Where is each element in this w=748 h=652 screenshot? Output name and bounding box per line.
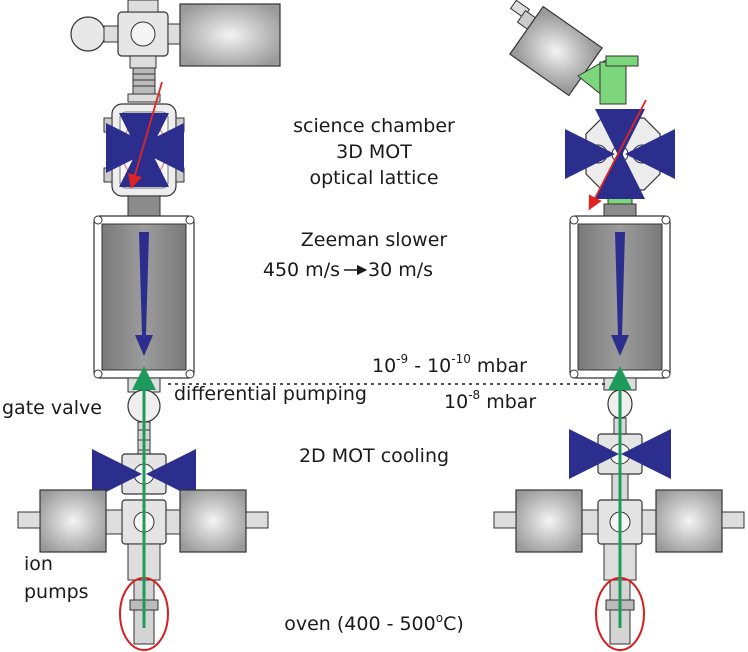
label-speed-from: 450 m/s — [263, 259, 340, 281]
left-zeeman-slower — [93, 215, 195, 379]
left-ion-pump-left-port — [17, 511, 41, 529]
label-differential-pumping: differential pumping — [174, 383, 367, 405]
right-3d-mot-beams — [565, 109, 675, 199]
label-oven: oven (400 - 500oC) — [284, 611, 464, 635]
left-lattice-laser — [128, 81, 163, 189]
label-ion: ion — [24, 553, 53, 575]
left-top-cross — [70, 0, 181, 69]
label-pumps: pumps — [24, 581, 89, 603]
label-zeeman-slower: Zeeman slower — [301, 229, 448, 251]
left-ion-pump-right-port — [245, 511, 269, 529]
label-science-chamber: science chamber — [293, 115, 455, 137]
left-ion-pump-right — [179, 489, 247, 553]
label-speed-to: 30 m/s — [368, 259, 433, 281]
label-gate-valve: gate valve — [2, 397, 102, 419]
left-chamber-flange — [127, 195, 161, 219]
left-ion-pump-left — [39, 489, 107, 553]
right-ion-pump-left-port — [493, 511, 517, 529]
label-3d-mot: 3D MOT — [336, 141, 412, 163]
right-ion-pump-right — [655, 489, 723, 553]
right-lattice-laser — [588, 99, 647, 211]
label-vacuum-high: 10-9 - 10-10 mbar — [372, 352, 527, 377]
right-zeeman-slower — [569, 215, 671, 379]
left-top-pump — [179, 3, 281, 67]
right-ion-pump-right-port — [721, 511, 745, 529]
right-green-chamber — [577, 55, 639, 105]
right-apparatus — [493, 0, 745, 651]
label-2d-mot-cooling: 2D MOT cooling — [299, 445, 449, 467]
label-vacuum-low: 10-8 mbar — [444, 388, 536, 413]
left-bellows — [127, 67, 161, 103]
label-optical-lattice: optical lattice — [309, 167, 438, 189]
left-apparatus — [17, 0, 281, 651]
right-ion-pump-left — [515, 489, 583, 553]
right-science-chamber — [585, 117, 661, 205]
